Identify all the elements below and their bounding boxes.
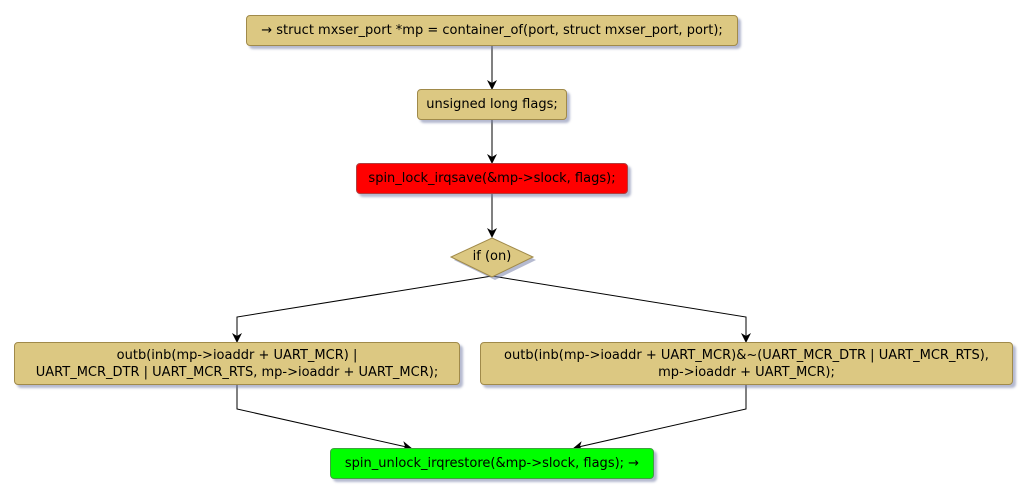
edge-n4-n5 [232,275,493,343]
edge-n4-n6 [491,275,751,343]
decision-label: if (on) [472,249,512,264]
node-flags-decl: unsigned long flags; [417,89,567,120]
decision-diamond [449,237,535,278]
node-spin-unlock: spin_unlock_irqrestore(&mp->slock, flags… [330,448,654,479]
node-outb-clear: outb(inb(mp->ioaddr + UART_MCR)&~(UART_M… [480,342,1013,385]
edge-n5-n7 [236,385,412,451]
edge-n6-n7 [573,385,747,451]
node-container-of: → struct mxser_port *mp = container_of(p… [246,15,738,46]
node-outb-set: outb(inb(mp->ioaddr + UART_MCR) | UART_M… [14,342,460,385]
node-spin-lock: spin_lock_irqsave(&mp->slock, flags); [356,163,628,194]
